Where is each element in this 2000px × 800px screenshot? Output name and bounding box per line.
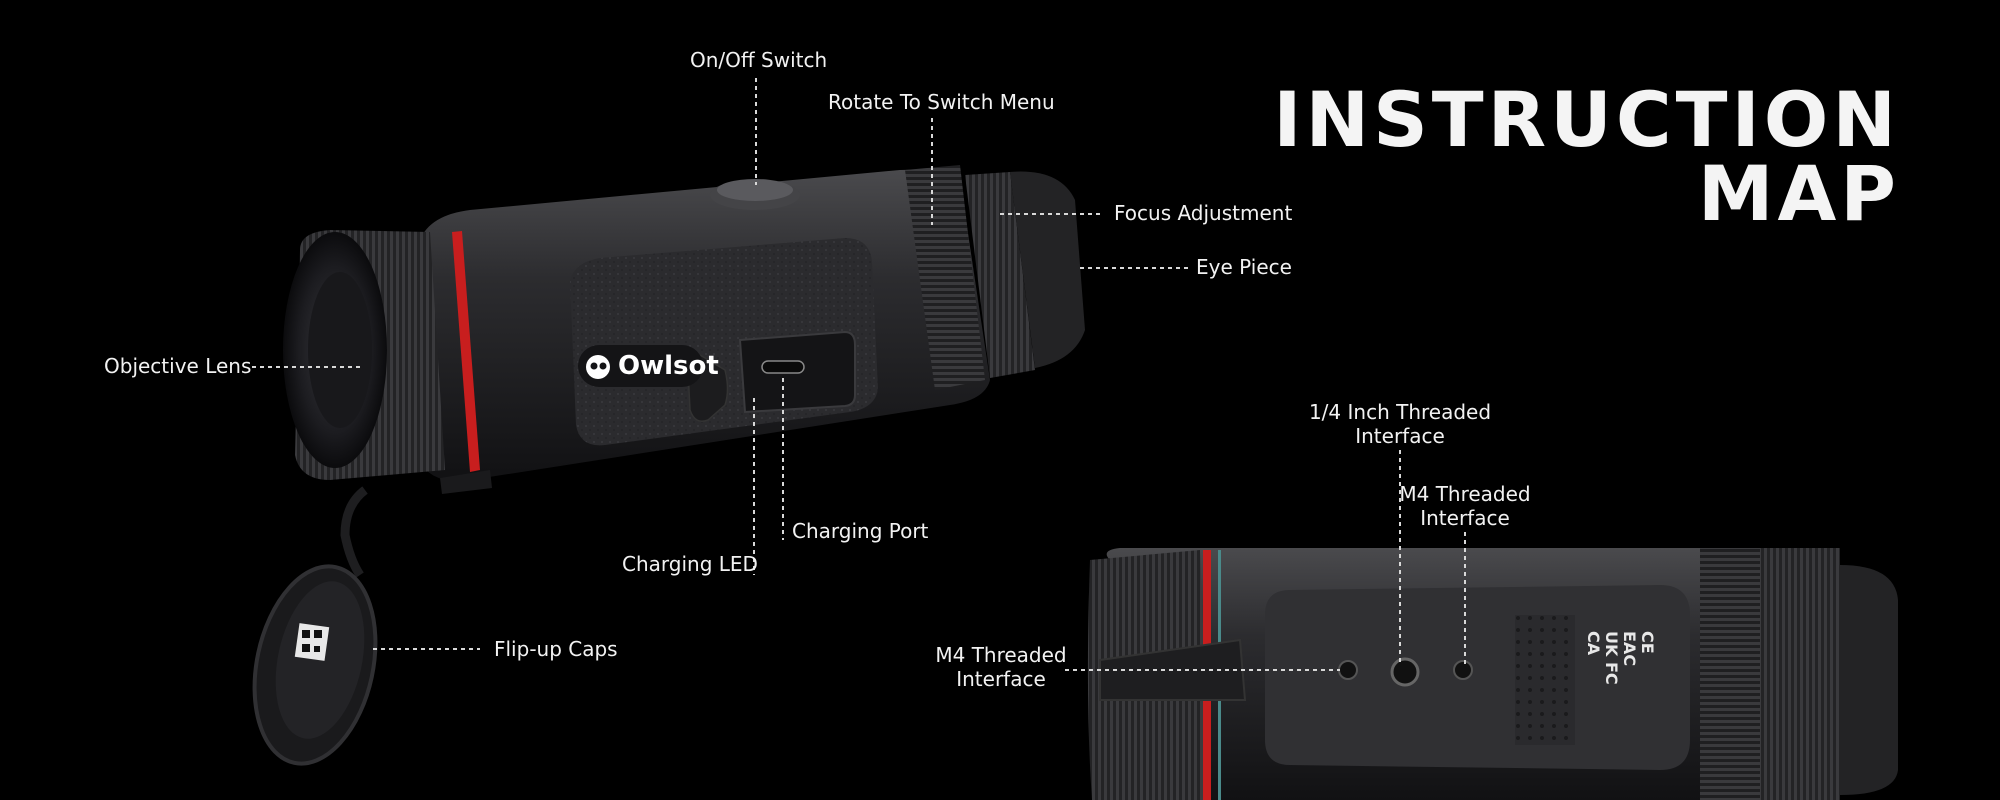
menu-rotate-ring: [905, 165, 985, 390]
label-objective-lens: Objective Lens: [104, 354, 252, 378]
owl-logo-icon: [586, 355, 610, 379]
label-charging-port: Charging Port: [792, 519, 929, 543]
label-focus-adjustment: Focus Adjustment: [1114, 201, 1293, 225]
brand-badge: [578, 345, 703, 387]
monocular-side-view: [283, 165, 1085, 494]
bottom-focus-ring: [1760, 548, 1840, 800]
page-title-line-2: MAP: [1697, 149, 1900, 238]
certification-marks: CE EAC UK FC CA: [1584, 631, 1657, 691]
focus-ring: [965, 172, 1035, 378]
quarter-inch-threaded-hole: [1390, 657, 1420, 687]
monocular-bottom-view: [1087, 548, 1898, 800]
bottom-eye-piece: [1840, 565, 1898, 795]
eye-piece: [1010, 171, 1085, 368]
usb-c-port: [761, 360, 805, 374]
red-accent-ring: [452, 231, 480, 472]
label-charging-led: Charging LED: [622, 552, 758, 576]
label-quarter-inch-line-2: Interface: [1355, 424, 1445, 448]
cert-line-1: CE EAC: [1620, 631, 1657, 667]
label-rotate-to-switch-menu: Rotate To Switch Menu: [828, 90, 1055, 114]
cert-line-2: UK FC: [1602, 631, 1621, 685]
label-m4-threaded-interface-left: M4 Threaded Interface: [920, 643, 1082, 691]
label-m4-left-line-1: M4 Threaded: [935, 643, 1067, 667]
cert-line-3: CA: [1584, 631, 1603, 656]
brand-logo-text: Owlsot: [618, 351, 719, 381]
label-m4-threaded-interface-right: M4 Threaded Interface: [1385, 482, 1545, 530]
qr-code-label: [294, 623, 330, 661]
label-m4-right-line-1: M4 Threaded: [1399, 482, 1531, 506]
on-off-switch-top: [717, 179, 793, 201]
label-m4-right-line-2: Interface: [1420, 506, 1510, 530]
leader-lines: [252, 78, 1466, 671]
objective-lens-inner: [308, 272, 372, 428]
label-quarter-inch-line-1: 1/4 Inch Threaded: [1308, 400, 1492, 424]
label-quarter-inch-threaded-interface: 1/4 Inch Threaded Interface: [1298, 400, 1502, 448]
m4-threaded-hole-left: [1338, 660, 1358, 680]
cap-tether: [340, 486, 368, 578]
base-plate: [1265, 585, 1690, 770]
flip-up-cap-illustration: [252, 486, 378, 766]
label-on-off-switch: On/Off Switch: [690, 48, 828, 72]
label-eye-piece: Eye Piece: [1196, 255, 1292, 279]
label-flip-up-caps: Flip-up Caps: [494, 637, 618, 661]
m4-threaded-hole-right: [1453, 660, 1473, 680]
page-title-line-1: INSTRUCTION: [1273, 75, 1900, 164]
bottom-menu-ring: [1700, 548, 1760, 800]
dot-grip: [1515, 615, 1575, 745]
label-m4-left-line-2: Interface: [956, 667, 1046, 691]
